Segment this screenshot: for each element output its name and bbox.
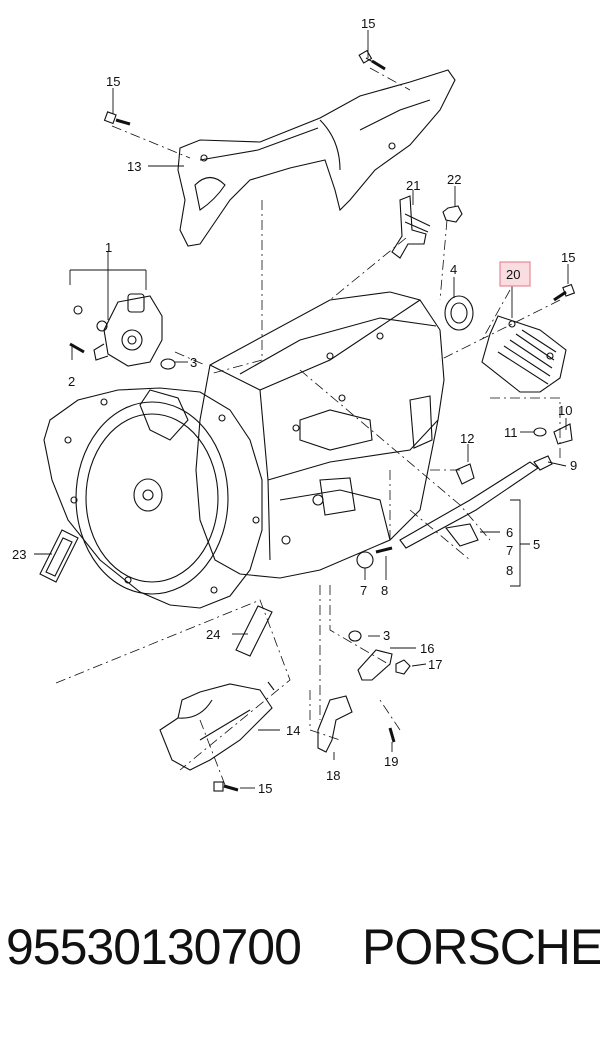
bolt-top: [358, 49, 386, 71]
bolt-19: [388, 727, 396, 743]
bracket-16: [357, 649, 393, 681]
callout-15-left: 15: [106, 74, 120, 89]
callout-8: 8: [381, 583, 388, 598]
washer-3: [160, 358, 176, 370]
callout-24: 24: [206, 627, 220, 642]
callout-2: 2: [68, 374, 75, 389]
selector-switch: [93, 293, 163, 367]
callout-7: 7: [360, 583, 367, 598]
callout-18: 18: [326, 768, 340, 783]
callout-17: 17: [428, 657, 442, 672]
clip-12: [455, 463, 475, 485]
oil-filter: [481, 315, 567, 393]
bolt-left: [103, 111, 131, 126]
callout-3-bottom: 3: [383, 628, 390, 643]
bolt-14: [213, 781, 239, 792]
callout-4: 4: [450, 262, 457, 277]
callout-15-bottom: 15: [258, 781, 272, 796]
nut-22: [442, 205, 463, 223]
transmission-housing: [195, 291, 445, 579]
callout-16: 16: [420, 641, 434, 656]
callout-8-right: 8: [506, 563, 513, 578]
callout-15-right: 15: [561, 250, 575, 265]
callout-3-top: 3: [190, 355, 197, 370]
callout-19: 19: [384, 754, 398, 769]
callout-12: 12: [460, 431, 474, 446]
callout-6: 6: [506, 525, 513, 540]
callout-11: 11: [504, 425, 518, 440]
bolt-8: [375, 546, 393, 554]
callout-labels: 15 15 13 1 2 3 21 22 4 20 15 10 11 9 12 …: [12, 16, 577, 796]
callout-15-top: 15: [361, 16, 375, 31]
callout-21: 21: [406, 178, 420, 193]
callout-10: 10: [558, 403, 572, 418]
plug-7: [356, 551, 374, 569]
callout-5: 5: [533, 537, 540, 552]
callout-1: 1: [105, 240, 112, 255]
fitting-9: [533, 455, 553, 471]
brand-name: PORSCHE: [362, 919, 600, 975]
callout-7-right: 7: [506, 543, 513, 558]
highlight-box-20: [499, 261, 531, 287]
bell-housing: [43, 387, 263, 609]
callout-13: 13: [127, 159, 141, 174]
callout-22: 22: [447, 172, 461, 187]
seal-11: [533, 427, 547, 437]
heat-shield-14: [159, 681, 275, 771]
washer-3b: [348, 630, 362, 642]
assembly-guide-lines: [55, 67, 561, 786]
nut-17: [395, 659, 411, 675]
footer: 95530130700 PORSCHE: [0, 918, 600, 998]
bolt-2: [69, 342, 85, 354]
callout-14: 14: [286, 723, 300, 738]
gasket-23: [39, 529, 79, 583]
bracket-18: [317, 695, 353, 753]
part-number: 95530130700: [6, 919, 302, 975]
shaft-seal: [444, 295, 474, 331]
sleeve-24: [235, 605, 273, 657]
bolt-20: [553, 283, 576, 302]
nut-1a: [73, 305, 83, 315]
bracket-clip: [391, 195, 427, 259]
fitting-10: [553, 423, 573, 445]
callout-23: 23: [12, 547, 26, 562]
heat-shield-bracket: [177, 69, 456, 247]
callout-20: 20: [506, 267, 520, 282]
callout-9: 9: [570, 458, 577, 473]
callout-leaders: [34, 30, 569, 789]
washer-1b: [96, 320, 108, 332]
